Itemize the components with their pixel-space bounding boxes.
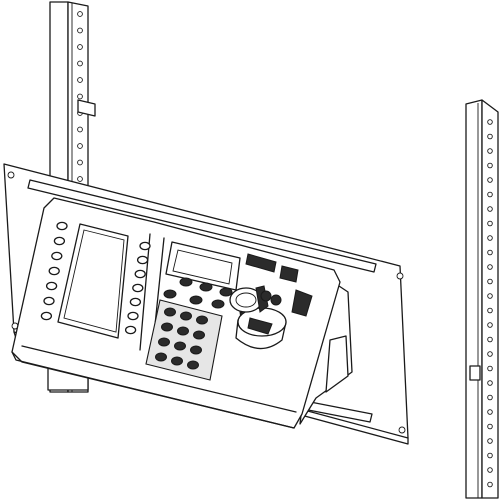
keypad-key-icon [174,341,186,351]
rail-hole-icon [77,11,83,17]
rail-hole-icon [487,119,493,125]
side-button-icon [139,241,151,251]
rail-hole-icon [487,278,493,285]
keypad-key-icon [161,322,173,332]
rail-hole-icon [77,143,83,149]
function-button-icon [199,282,213,292]
rail-hole-icon [487,394,493,401]
top-strip-icon [245,253,277,273]
right-rail-holes [487,119,493,488]
keypad-key-icon [171,356,183,366]
rail-hole-icon [487,409,493,415]
side-button-icon [45,281,58,291]
rail-hole-icon [487,351,493,357]
plate-screw-icon [398,426,406,434]
keypad-key-icon [155,352,167,362]
plate-top-slot-icon [27,179,377,273]
rail-hole-icon [487,423,493,430]
left-rail-clip-icon [77,99,96,117]
rail-hole-icon [487,438,493,444]
keypad-key-icon [196,315,208,325]
function-button-icon [219,287,233,297]
rail-hole-icon [77,159,83,166]
side-button-icon [129,297,142,307]
function-button-icon [179,277,193,287]
rail-hole-icon [487,177,493,183]
joystick-icon [229,285,287,350]
function-button-icon [189,295,203,305]
side-button-icon [48,266,60,276]
lcd-screen-icon [57,223,129,339]
side-button-icon [134,269,146,279]
side-button-icon [43,296,55,306]
function-button-icon [211,299,225,309]
side-button-icon [40,311,53,321]
keypad-key-icon [187,360,199,370]
rail-hole-icon [487,191,493,198]
side-button-icon [51,251,63,261]
plate-screw-icon [7,171,15,179]
side-button-icon [127,311,139,321]
rail-hole-icon [487,467,493,473]
rail-hole-icon [77,176,83,182]
side-button-icon [53,236,66,246]
rail-hole-icon [487,235,493,241]
side-button-icon [56,221,68,231]
keypad-key-icon [193,330,205,340]
right-rail-nut-icon [469,365,481,381]
rail-hole-icon [487,307,493,314]
side-button-icon [124,325,137,335]
rail-hole-icon [77,44,83,50]
rail-hole-icon [77,60,83,67]
right-rack-rail-icon [465,99,499,499]
side-button-icon [132,283,144,293]
rail-hole-icon [77,27,83,34]
rail-hole-icon [487,148,493,154]
function-button-group [163,277,233,309]
rail-hole-icon [487,249,493,256]
side-button-icon [136,255,149,265]
keypad-key-icon [177,326,189,336]
rail-hole-icon [487,481,493,488]
zoom-rocker-icon [291,289,313,317]
rail-hole-icon [487,206,493,212]
keypad-key-icon [164,307,176,317]
keypad-key-icon [158,337,170,347]
rail-hole-icon [487,380,493,386]
rail-hole-icon [487,365,493,372]
rail-hole-icon [77,93,83,100]
rail-hole-icon [77,77,83,83]
side-button-group [40,221,151,335]
rail-hole-icon [487,336,493,343]
plate-screw-icon [396,272,404,280]
rail-hole-icon [487,322,493,328]
keypad-key-icon [180,311,192,321]
rail-hole-icon [487,452,493,459]
rail-hole-icon [487,264,493,270]
rail-hole-icon [77,126,83,133]
keypad-key-icon [190,345,202,355]
keypad-keys [155,307,208,370]
keyboard-controller-icon [11,197,353,429]
rail-hole-icon [487,293,493,299]
function-button-icon [163,289,177,299]
rail-hole-icon [487,220,493,227]
top-button-icon [279,265,299,283]
rail-hole-icon [487,133,493,140]
rail-hole-icon [487,162,493,169]
